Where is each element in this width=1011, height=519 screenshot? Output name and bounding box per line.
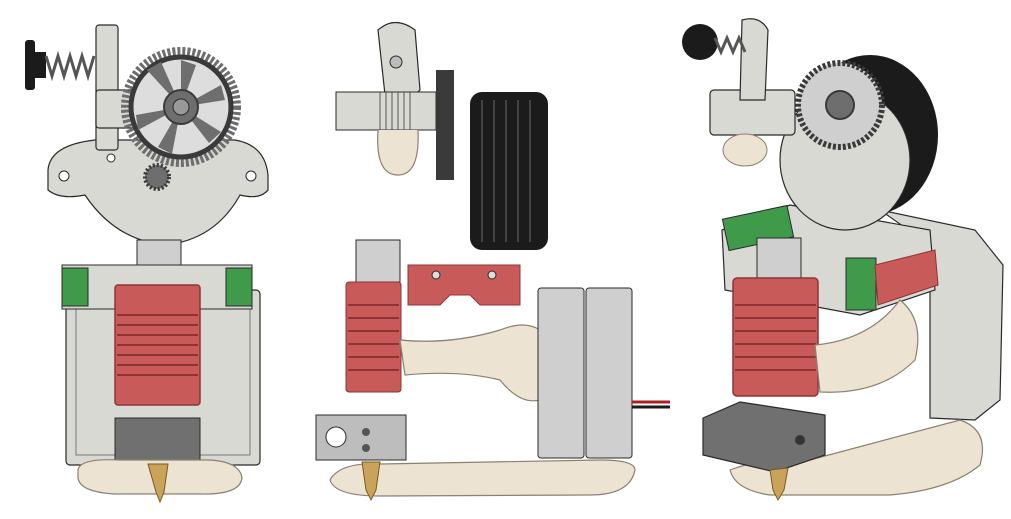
iso-block-screw bbox=[795, 435, 805, 445]
front-rail-green-left bbox=[61, 267, 89, 307]
iso-tension-knob bbox=[682, 24, 718, 60]
side-bracket-screw-right bbox=[487, 270, 497, 280]
iso-duct-arm bbox=[814, 299, 919, 393]
side-fan-left bbox=[537, 287, 585, 459]
side-block-screw-top bbox=[362, 428, 370, 436]
front-nozzle bbox=[147, 463, 169, 504]
iso-red-bracket bbox=[874, 249, 939, 306]
iso-heatsink bbox=[732, 277, 819, 397]
front-tension-knob-hub bbox=[34, 52, 46, 78]
front-view bbox=[25, 24, 269, 504]
front-heatsink-fins bbox=[117, 314, 198, 376]
side-red-bracket bbox=[407, 264, 521, 306]
side-idler-loop bbox=[377, 129, 419, 176]
side-fan-right bbox=[585, 287, 633, 459]
side-coupler bbox=[355, 239, 401, 283]
side-heatsink-fins bbox=[348, 304, 399, 371]
side-bracket-screw-left bbox=[431, 270, 441, 280]
front-tension-spring bbox=[44, 50, 96, 82]
side-heatsink bbox=[345, 281, 402, 393]
side-block-bore bbox=[325, 426, 347, 448]
iso-coupler bbox=[756, 237, 802, 281]
front-heater-block bbox=[114, 417, 201, 464]
front-idler-arm bbox=[95, 24, 119, 151]
iso-nozzle bbox=[769, 467, 789, 502]
front-gear-bore bbox=[172, 98, 190, 116]
side-idler-bolt bbox=[389, 55, 403, 69]
side-motor-fins bbox=[481, 100, 531, 242]
iso-view bbox=[682, 18, 1004, 502]
iso-heatsink-fins bbox=[735, 304, 816, 371]
front-plate-hole-left bbox=[58, 170, 70, 182]
side-view bbox=[315, 21, 670, 502]
front-pinion-gear bbox=[143, 163, 171, 191]
front-plate-hole-right bbox=[245, 170, 257, 182]
side-drive-gear-edge bbox=[436, 70, 454, 180]
iso-rail-green-right bbox=[845, 257, 877, 311]
side-nozzle bbox=[361, 461, 381, 502]
front-drive-gear bbox=[121, 47, 241, 167]
side-stepper-motor bbox=[470, 92, 548, 250]
iso-idler-arm bbox=[739, 18, 769, 101]
side-duct-arm bbox=[399, 324, 541, 402]
front-rail-green-right bbox=[225, 267, 253, 307]
iso-idler-loop bbox=[722, 133, 768, 167]
front-plate-hole-small bbox=[106, 153, 116, 163]
front-tension-knob bbox=[25, 40, 35, 90]
side-gear-teeth bbox=[379, 92, 411, 130]
iso-gear-hub bbox=[825, 90, 855, 120]
side-block-screw-bottom bbox=[362, 444, 370, 452]
iso-heater-block bbox=[702, 401, 826, 473]
iso-tension-spring bbox=[713, 34, 747, 56]
